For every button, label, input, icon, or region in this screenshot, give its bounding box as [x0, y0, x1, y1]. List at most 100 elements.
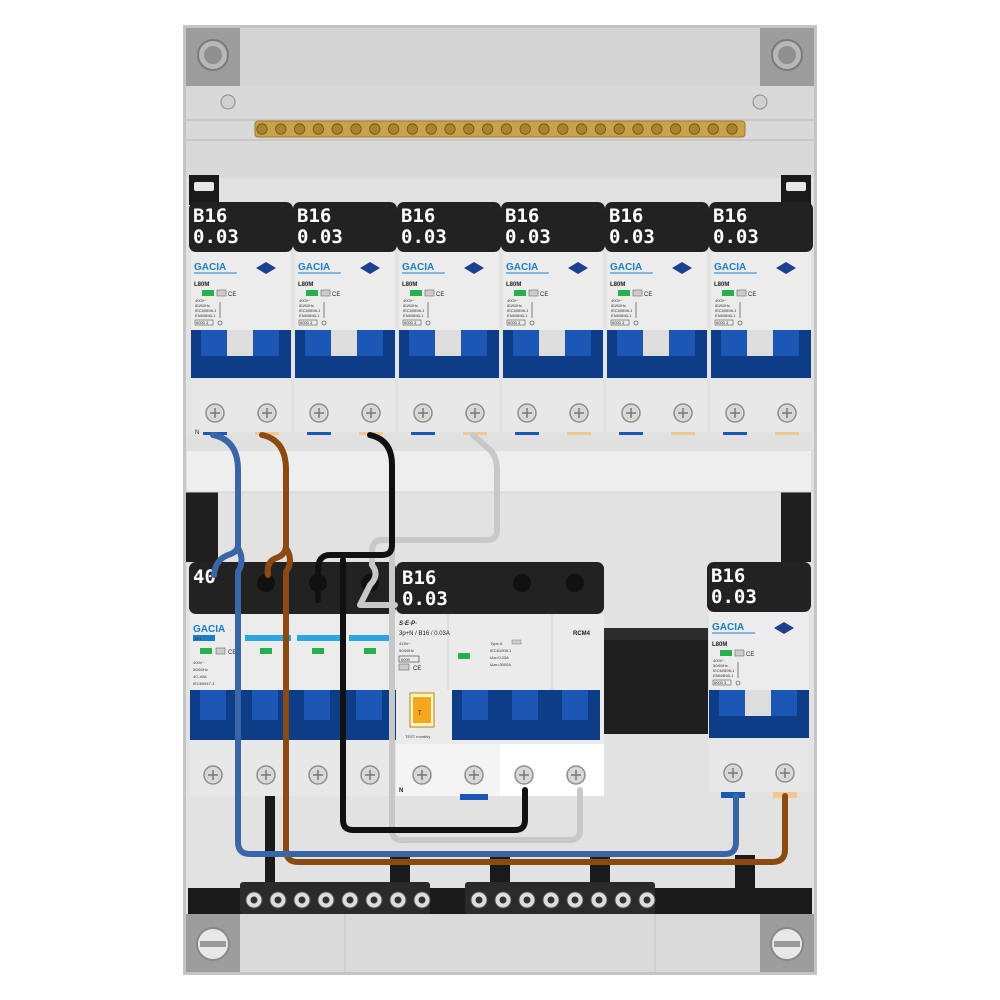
- breaker-spec: 400V~: [611, 298, 623, 303]
- screw-slot: [643, 896, 651, 904]
- breaker-spec: EN60898-1: [195, 313, 216, 318]
- main-switch-handle[interactable]: [252, 690, 278, 720]
- breaker-model: L80M: [610, 282, 625, 288]
- breaker-handle[interactable]: [721, 330, 747, 356]
- screw-slot: [619, 896, 627, 904]
- test-button[interactable]: [413, 697, 431, 723]
- mcb-breaker[interactable]: B160.03GACIAL80MCE400V~50/60HzIEC60898-1…: [293, 202, 397, 438]
- breaker-handle[interactable]: [253, 330, 279, 356]
- breaker-label-plate: [709, 202, 813, 252]
- class-box: [424, 289, 435, 297]
- breaker-handle[interactable]: [513, 330, 539, 356]
- ce-mark: CE: [228, 292, 236, 298]
- mcb-breaker[interactable]: B160.03GACIAL80MCE400V~50/60HzIEC60898-1…: [605, 202, 709, 438]
- busbar-screw: [275, 123, 287, 135]
- busbar-screw: [557, 123, 569, 135]
- breaker-handle[interactable]: [771, 690, 797, 716]
- main-switch-handle[interactable]: [356, 690, 382, 720]
- breaker-spec: IEC60898-1: [195, 308, 217, 313]
- busbar-screw: [312, 123, 324, 135]
- breaker-model: L80M: [402, 282, 417, 288]
- handle-gap: [331, 330, 359, 356]
- mcb-breaker[interactable]: B160.03GACIAL80MCE400V~50/60HzIEC60898-1…: [397, 202, 501, 438]
- upper-breaker-row: B160.03GACIAL80MCE400V~50/60HzIEC60898-1…: [189, 202, 813, 438]
- class-box: [215, 647, 226, 655]
- right-channel: [781, 492, 811, 562]
- switch-symbol: [425, 320, 431, 326]
- main-switch-handle[interactable]: [200, 690, 226, 720]
- rating-box: [714, 319, 734, 326]
- busbar-screw: [293, 123, 306, 135]
- switch-symbol: [217, 320, 223, 326]
- switch-symbol: [321, 320, 327, 326]
- breaker-spec: 50/60Hz: [715, 303, 730, 308]
- breaker-handle[interactable]: [565, 330, 591, 356]
- rcbo-label-plate: [396, 562, 604, 614]
- breaker-spec: 50/60Hz: [299, 303, 314, 308]
- class-box: [736, 289, 747, 297]
- mcb-breaker[interactable]: B160.03GACIAL80MCE400V~50/60HzIEC60898-1…: [189, 202, 293, 438]
- rcbo-rating: B16: [402, 567, 436, 589]
- rcbo-handle[interactable]: [462, 690, 488, 720]
- ce-mark: CE: [332, 292, 340, 298]
- screw-slot: [394, 896, 402, 904]
- main-switch-model: DH: [195, 636, 201, 641]
- pole-stripe: [349, 635, 395, 641]
- mcb-breaker[interactable]: B160.03GACIAL80MCE400V~50/60HzIEC60898-1…: [707, 562, 811, 798]
- mcb-breaker[interactable]: B160.03GACIAL80MCE400V~50/60HzIEC60898-1…: [501, 202, 605, 438]
- busbar-screw: [425, 123, 437, 135]
- breaker-spec: 6000 3: [404, 320, 417, 325]
- breaker-spec: 6000 3: [612, 320, 625, 325]
- breaker-handle[interactable]: [617, 330, 643, 356]
- top-cover: [240, 28, 760, 86]
- corner-screw-bottom-right: [760, 914, 814, 972]
- busbar-screw: [519, 123, 531, 135]
- busbar-screw: [444, 123, 456, 135]
- switch-symbol: [735, 680, 741, 686]
- breaker-rating: B16: [297, 205, 331, 227]
- terminal-strip: [399, 380, 499, 432]
- switch-symbol: [737, 320, 743, 326]
- breaker-sensitivity: 0.03: [711, 586, 757, 608]
- breaker-spec: IEC60898-1: [611, 308, 633, 313]
- rcbo-model-line: 3p+N / B16 / 0.03A: [399, 631, 450, 637]
- breaker-handle[interactable]: [409, 330, 435, 356]
- breaker-handle[interactable]: [773, 330, 799, 356]
- rcbo-handle[interactable]: [512, 690, 538, 720]
- rating-box: [712, 679, 732, 686]
- breaker-spec: 400V~: [403, 298, 415, 303]
- breaker-handle[interactable]: [669, 330, 695, 356]
- breaker-handle[interactable]: [461, 330, 487, 356]
- mcb-breaker[interactable]: B160.03GACIAL80MCE400V~50/60HzIEC60898-1…: [709, 202, 813, 438]
- breaker-spec: IEC60898-1: [299, 308, 321, 313]
- breaker-handle[interactable]: [201, 330, 227, 356]
- breaker-spec: EN60898-1: [403, 313, 424, 318]
- breaker-spec: 400V~: [299, 298, 311, 303]
- ce-mark: CE: [748, 292, 756, 298]
- breaker-spec: 50/60Hz: [507, 303, 522, 308]
- ce-mark: CE: [436, 292, 444, 298]
- class-box: [320, 289, 331, 297]
- terminal-strip: [191, 380, 291, 432]
- main-switch-brand: GACIA: [193, 624, 225, 635]
- main-switch-spec: 4C-40A: [193, 674, 207, 679]
- breaker-rating: B16: [401, 205, 435, 227]
- handle-gap: [747, 330, 775, 356]
- main-switch-spec: 400V~: [193, 660, 205, 665]
- rcbo-handle[interactable]: [562, 690, 588, 720]
- breaker-spec: IEC60898-1: [713, 668, 735, 673]
- breaker-lower-right[interactable]: B160.03GACIAL80MCE400V~50/60HzIEC60898-1…: [707, 562, 811, 798]
- handle-gap: [643, 330, 671, 356]
- breaker-handle[interactable]: [305, 330, 331, 356]
- breaker-model: L80M: [298, 282, 313, 288]
- screw-slot: [595, 896, 603, 904]
- rcbo-module[interactable]: B16 0.03 S·E·P· 3p+N / B16 / 0.03A 415V~…: [396, 562, 604, 800]
- screw-icon: [752, 94, 768, 110]
- breaker-spec: IEC60898-1: [715, 308, 737, 313]
- breaker-handle[interactable]: [357, 330, 383, 356]
- breaker-handle[interactable]: [719, 690, 745, 716]
- blanking-gap: [604, 628, 708, 734]
- breaker-brand: GACIA: [298, 262, 330, 273]
- status-indicator: [260, 648, 272, 654]
- main-switch-handle[interactable]: [304, 690, 330, 720]
